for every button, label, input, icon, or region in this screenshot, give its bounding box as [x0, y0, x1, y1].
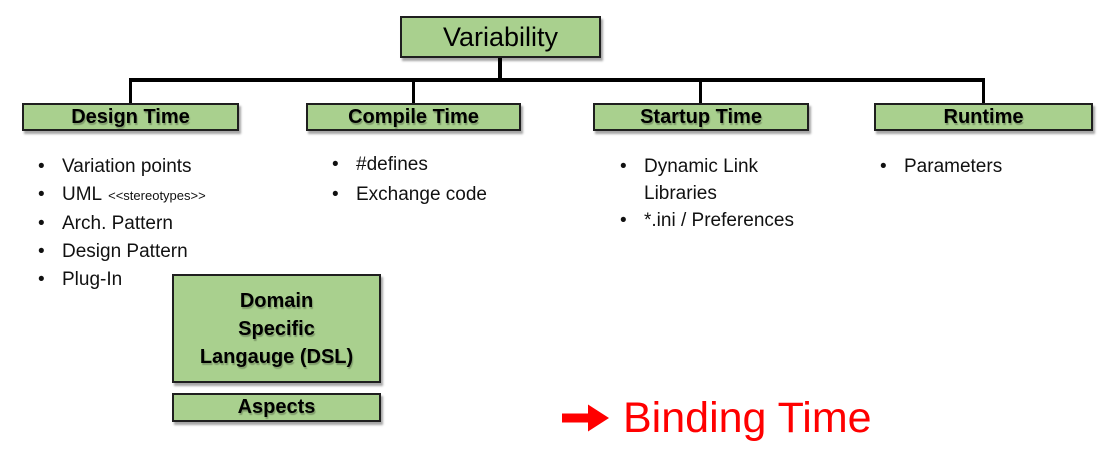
list-item-text: Design Pattern: [62, 241, 188, 262]
list-item-text: Dynamic Link Libraries: [644, 156, 759, 204]
binding-time-annotation: Binding Time: [562, 392, 872, 444]
dsl-label: Domain Specific Langauge (DSL): [199, 289, 354, 368]
list-item-text: Parameters: [904, 156, 1003, 177]
branch-label: Design Time: [71, 105, 190, 128]
list-item-text: Plug-In: [62, 269, 123, 290]
dsl-box: Domain Specific Langauge (DSL): [172, 274, 381, 383]
connector-drop-compile: [412, 82, 415, 103]
list-item: Variation points: [36, 153, 286, 181]
compile-time-list: #defines Exchange code: [330, 150, 560, 210]
list-item: Plug-In: [36, 266, 286, 294]
list-item: *.ini / Preferences: [618, 207, 796, 234]
branch-label: Startup Time: [640, 105, 762, 128]
list-item-text: Arch. Pattern: [62, 213, 173, 234]
list-item: #defines: [330, 150, 560, 180]
connector-root-stub: [498, 58, 502, 80]
startup-time-list: Dynamic Link Libraries *.ini / Preferenc…: [618, 153, 796, 234]
variability-label: Variability: [442, 21, 559, 52]
branch-box-runtime: Runtime: [874, 103, 1093, 131]
design-time-list: Variation points UML <<stereotypes>> Arch…: [36, 153, 286, 294]
list-item: Parameters: [878, 153, 1088, 180]
connector-drop-startup: [699, 82, 702, 103]
list-item-text: Variation points: [62, 156, 192, 177]
list-item: Design Pattern: [36, 238, 286, 266]
connector-drop-runtime: [982, 82, 985, 103]
connector-drop-design: [129, 82, 132, 103]
branch-label: Runtime: [943, 105, 1024, 128]
aspects-label: Aspects: [237, 396, 316, 418]
runtime-list: Parameters: [878, 153, 1088, 180]
list-item: UML <<stereotypes>>: [36, 181, 286, 210]
branch-box-compile-time: Compile Time: [306, 103, 521, 131]
list-item-text: UML: [62, 184, 103, 205]
list-item-text: Exchange code: [356, 184, 487, 205]
list-item: Exchange code: [330, 180, 560, 210]
stereotypes-annotation-text: <<stereotypes>>: [108, 188, 206, 203]
branch-box-startup-time: Startup Time: [593, 103, 809, 131]
variability-box: Variability: [400, 16, 601, 58]
list-item: Arch. Pattern: [36, 210, 286, 238]
branch-box-design-time: Design Time: [22, 103, 239, 131]
list-item: Dynamic Link Libraries: [618, 153, 796, 207]
list-item-text: *.ini / Preferences: [644, 210, 794, 231]
right-arrow-icon: [562, 404, 609, 432]
binding-time-label: Binding Time: [623, 393, 872, 442]
aspects-box: Aspects: [172, 393, 381, 422]
connector-trunk: [129, 78, 985, 82]
list-item-text: #defines: [356, 154, 428, 175]
branch-label: Compile Time: [348, 105, 479, 128]
